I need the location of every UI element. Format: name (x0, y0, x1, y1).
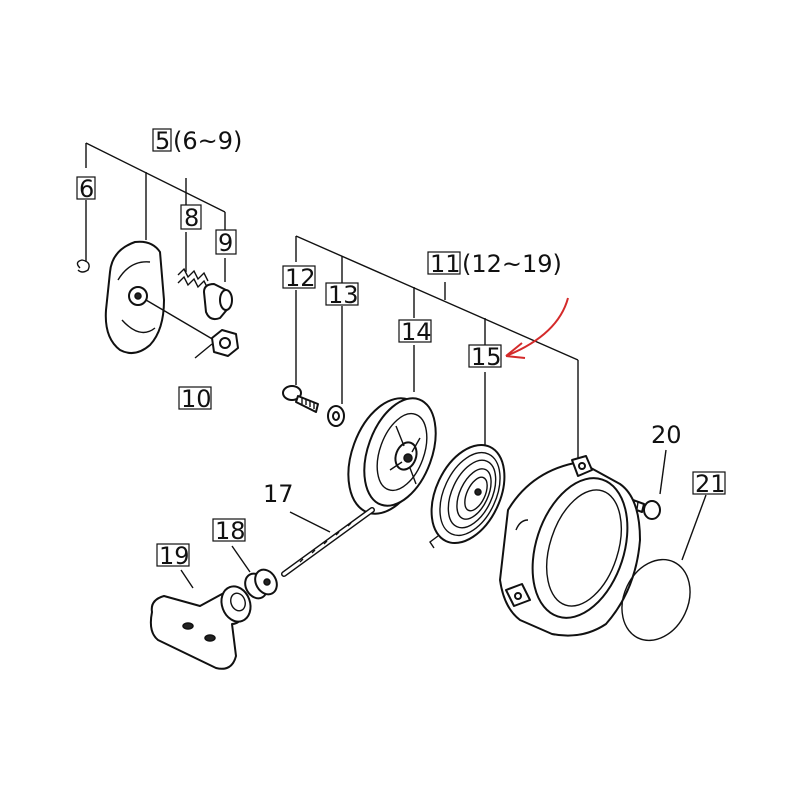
callout-14: 14 (398, 318, 432, 346)
callout-9: 9 (215, 229, 237, 257)
svg-text:(12~19): (12~19) (462, 250, 562, 278)
part-11-starter-housing (499, 455, 641, 637)
callout-11: 11 (12~19) (427, 250, 562, 278)
part-18-grip-insert (244, 568, 278, 600)
callout-6: 6 (76, 175, 96, 203)
part-8-spring (177, 267, 209, 290)
part-12-bolt (282, 385, 319, 413)
callout-21: 21 (692, 470, 726, 498)
svg-text:18: 18 (215, 517, 246, 545)
svg-text:19: 19 (159, 542, 190, 570)
callout-10: 10 (178, 385, 212, 413)
svg-text:11: 11 (430, 250, 461, 278)
svg-text:8: 8 (184, 204, 199, 232)
svg-text:9: 9 (218, 229, 233, 257)
part-10-nut (211, 329, 239, 357)
part-21-gasket (621, 558, 691, 642)
red-arrow (505, 297, 569, 359)
callout-13: 13 (325, 281, 359, 309)
svg-text:20: 20 (651, 421, 682, 449)
svg-text:14: 14 (401, 318, 432, 346)
part-6-clip (76, 259, 90, 273)
part-17-rope (281, 507, 375, 577)
svg-text:5: 5 (155, 127, 170, 155)
part-15-spiral-spring (429, 443, 506, 549)
group-5-bracket (85, 142, 226, 359)
svg-text:15: 15 (471, 343, 502, 371)
callout-18: 18 (212, 517, 246, 545)
svg-text:13: 13 (328, 281, 359, 309)
svg-text:(6~9): (6~9) (173, 127, 242, 155)
callout-8: 8 (180, 204, 202, 232)
callout-15: 15 (468, 343, 502, 371)
svg-text:6: 6 (79, 175, 94, 203)
part-13-washer (327, 405, 345, 427)
callout-17: 17 (263, 480, 294, 508)
group-11-bracket (180, 235, 707, 589)
callout-20: 20 (651, 421, 682, 449)
svg-text:12: 12 (285, 264, 316, 292)
svg-text:10: 10 (181, 385, 212, 413)
part-19-handle (149, 585, 252, 670)
callout-19: 19 (156, 542, 190, 570)
part-9-pawl (203, 283, 233, 321)
part-5-ratchet-plate (104, 240, 215, 355)
callout-12: 12 (282, 264, 316, 292)
svg-text:17: 17 (263, 480, 294, 508)
svg-text:21: 21 (695, 470, 726, 498)
callout-5: 5 (6~9) (152, 127, 242, 155)
